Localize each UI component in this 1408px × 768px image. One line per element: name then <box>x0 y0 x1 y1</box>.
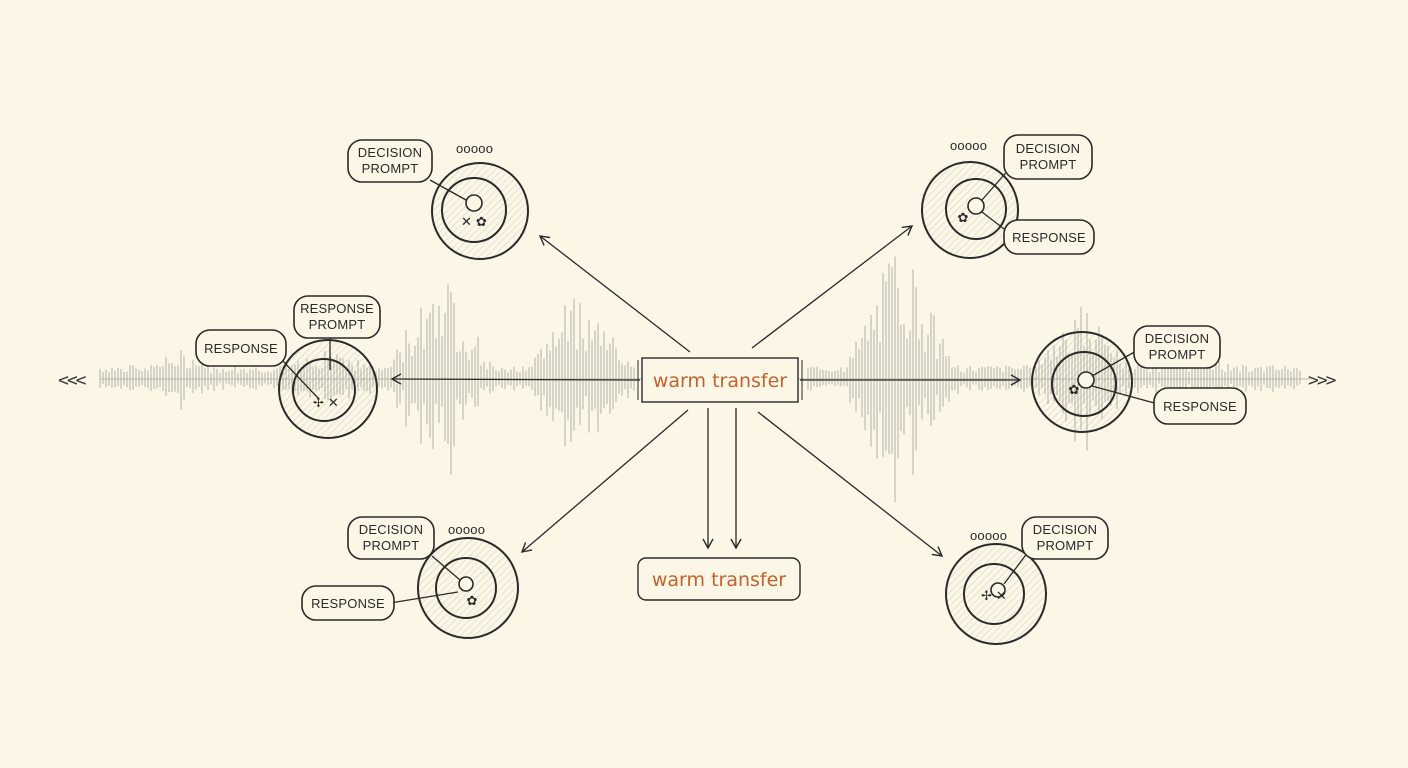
arrow-to-top-right <box>751 225 914 349</box>
svg-text:PROMPT: PROMPT <box>309 317 366 332</box>
svg-text:RESPONSE: RESPONSE <box>300 301 374 316</box>
node-top-right-dots: ooooo <box>950 138 987 153</box>
node-mid-left-response-prompt-bubble: RESPONSE PROMPT <box>293 295 381 339</box>
node-bottom-right-decision-bubble: DECISION PROMPT <box>1021 516 1109 560</box>
node-bottom-left-glyph: ✿ <box>466 593 477 608</box>
svg-text:DECISION: DECISION <box>1033 522 1097 537</box>
center-secondary-label: warm transfer <box>652 569 786 591</box>
node-bottom-left: ✿ ooooo DECISION PROMPT RESPONSE <box>301 516 520 640</box>
svg-text:PROMPT: PROMPT <box>363 538 420 553</box>
node-mid-right-response-bubble: RESPONSE <box>1153 387 1247 425</box>
center-primary-label: warm transfer <box>653 370 787 392</box>
node-mid-right-decision-bubble: DECISION PROMPT <box>1133 325 1221 369</box>
node-bottom-left-response-bubble: RESPONSE <box>301 585 395 621</box>
node-top-right: ✿ ooooo DECISION PROMPT RESPONSE <box>920 134 1095 260</box>
node-top-left-dots: ooooo <box>456 141 493 156</box>
node-bottom-left-decision-bubble: DECISION PROMPT <box>347 516 435 560</box>
node-mid-left-response-bubble: RESPONSE <box>195 329 287 367</box>
center-secondary-box: warm transfer <box>637 557 801 601</box>
arrow-to-bottom-right <box>757 411 944 557</box>
right-chevrons: >>> <box>1308 370 1337 391</box>
svg-text:PROMPT: PROMPT <box>1149 347 1206 362</box>
node-mid-left: ✢ ✕ RESPONSE RESPONSE PROMPT <box>195 295 381 439</box>
svg-text:PROMPT: PROMPT <box>1037 538 1094 553</box>
svg-text:PROMPT: PROMPT <box>1020 157 1077 172</box>
node-mid-left-glyph: ✢ ✕ <box>313 395 339 410</box>
node-bottom-right-glyph: ✢ ✕ <box>981 588 1007 603</box>
node-top-right-decision-bubble: DECISION PROMPT <box>1003 134 1093 180</box>
node-bottom-left-dots: ooooo <box>448 522 485 537</box>
left-chevrons: <<< <box>58 370 87 391</box>
svg-text:RESPONSE: RESPONSE <box>1163 399 1237 414</box>
node-bottom-right-dots: ooooo <box>970 528 1007 543</box>
node-top-left-glyph: ✕ ✿ <box>461 214 487 229</box>
arrow-to-top-left <box>538 235 691 353</box>
svg-text:DECISION: DECISION <box>1145 331 1209 346</box>
node-top-left-decision-bubble: DECISION PROMPT <box>347 139 433 183</box>
center-primary-box: warm transfer <box>637 357 803 403</box>
svg-text:RESPONSE: RESPONSE <box>311 596 385 611</box>
svg-text:DECISION: DECISION <box>358 145 422 160</box>
node-top-right-glyph: ✿ <box>957 210 968 225</box>
node-bottom-right: ✢ ✕ ooooo DECISION PROMPT <box>944 516 1109 646</box>
node-mid-right-glyph: ✿ <box>1068 382 1079 397</box>
svg-text:RESPONSE: RESPONSE <box>204 341 278 356</box>
node-top-left: ✕ ✿ ooooo DECISION PROMPT <box>347 139 530 261</box>
connector-arrows <box>390 225 1022 557</box>
svg-text:PROMPT: PROMPT <box>362 161 419 176</box>
node-top-right-response-bubble: RESPONSE <box>1003 219 1095 255</box>
arrow-to-bottom-left <box>520 409 689 553</box>
svg-text:RESPONSE: RESPONSE <box>1012 230 1086 245</box>
svg-text:DECISION: DECISION <box>1016 141 1080 156</box>
arrow-to-mid-left <box>390 373 641 385</box>
svg-text:DECISION: DECISION <box>359 522 423 537</box>
node-mid-right: ✿ DECISION PROMPT RESPONSE <box>1030 325 1247 434</box>
